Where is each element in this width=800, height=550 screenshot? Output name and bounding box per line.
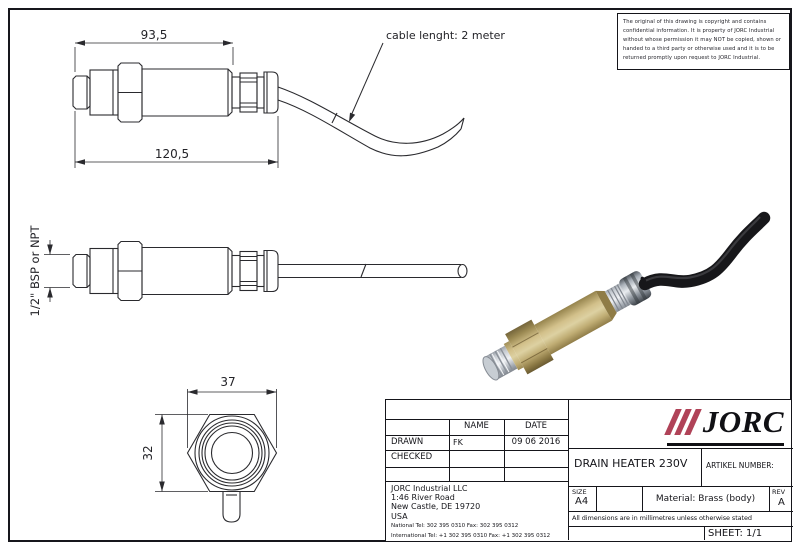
title-block: NAME DATE DRAWN FK 09 06 2016 CHECKED JO… [385, 399, 793, 542]
logo-underline [667, 443, 784, 446]
titleblock-line [701, 448, 702, 486]
thread-label: 1/2" BSP or NPT [28, 225, 42, 317]
titleblock-line [449, 419, 450, 481]
company-city: New Castle, DE 19720 [391, 502, 481, 512]
dim-total-length [74, 111, 279, 168]
copyright-line: confidential information. It is property… [623, 28, 775, 34]
render-tip-face [482, 356, 500, 381]
drawn-name: FK [453, 438, 463, 447]
copyright-line: The original of this drawing is copyrigh… [623, 19, 767, 25]
logo-text: JORC [702, 404, 784, 439]
copyright-line: returned promptly upon request to JORC I… [623, 55, 761, 61]
render-cable [638, 211, 771, 291]
titleblock-line [386, 467, 568, 468]
dimensions-note: All dimensions are in millimetres unless… [572, 514, 752, 522]
drawn-date: 09 06 2016 [511, 437, 561, 447]
company-address: JORC Industrial LLC 1:46 River Road New … [391, 484, 566, 541]
copyright-line: without whose permission it may NOT be c… [623, 37, 782, 43]
cable-note-label: cable lenght: 2 meter [386, 29, 505, 42]
titleblock-line [769, 486, 770, 511]
titleblock-line [386, 481, 568, 482]
titleblock-line [704, 526, 705, 540]
dim-across-flats [155, 414, 208, 492]
middle-side-view [72, 240, 468, 302]
date-header: DATE [524, 421, 548, 431]
size-label: SIZE [572, 488, 587, 496]
copyright-notice: The original of this drawing is copyrigh… [617, 13, 790, 70]
name-header: NAME [464, 421, 489, 431]
artikel-number-label: ARTIKEL NUMBER: [706, 461, 774, 470]
dim-body-length [74, 40, 234, 72]
company-tel-international: International Tel: +1 302 395 0310 Fax: … [391, 532, 551, 539]
titleblock-line [386, 435, 568, 436]
end-view [186, 413, 278, 523]
titleblock-line [568, 526, 793, 527]
straight-cable [278, 263, 468, 279]
jorc-logo: JORC [568, 400, 793, 448]
titleblock-line [568, 448, 793, 449]
company-tel-national: National Tel: 302 395 0310 Fax: 302 395 … [391, 522, 519, 529]
titleblock-line [568, 486, 793, 487]
sheet-label: SHEET: 1/1 [708, 528, 763, 539]
dim-across-corners [187, 389, 277, 448]
drawing-title: DRAIN HEATER 230V [574, 457, 688, 470]
titleblock-line [504, 419, 505, 481]
dim-across-flats-label: 32 [141, 445, 155, 460]
titleblock-line [642, 486, 643, 511]
material-value: Material: Brass (body) [655, 494, 756, 504]
dim-across-corners-label: 37 [220, 375, 235, 389]
render-brass-body [534, 290, 612, 355]
cable-curve [277, 86, 465, 157]
dim-thread [44, 240, 70, 302]
titleblock-line [386, 419, 568, 420]
dim-total-length-label: 120,5 [155, 147, 189, 161]
dim-body-length-label: 93,5 [141, 28, 168, 42]
titleblock-line [596, 486, 597, 511]
rev-value: A [778, 497, 785, 508]
copyright-line: handed to a third party or otherwise use… [623, 46, 775, 52]
company-country: USA [391, 511, 408, 521]
cable-note-leader [349, 42, 384, 122]
render-hex-nut [505, 319, 554, 375]
drawn-label: DRAWN [391, 437, 424, 447]
titleblock-line [568, 400, 569, 540]
render-gland-threads [604, 283, 631, 313]
size-value: A4 [575, 496, 589, 507]
render-3d [482, 211, 771, 381]
titleblock-line [568, 511, 793, 512]
top-side-view [72, 62, 465, 157]
company-name: JORC Industrial LLC [391, 484, 468, 493]
company-street: 1:46 River Road [391, 493, 455, 503]
titleblock-line [386, 450, 568, 451]
checked-label: CHECKED [391, 452, 433, 462]
rev-label: REV [772, 488, 786, 496]
